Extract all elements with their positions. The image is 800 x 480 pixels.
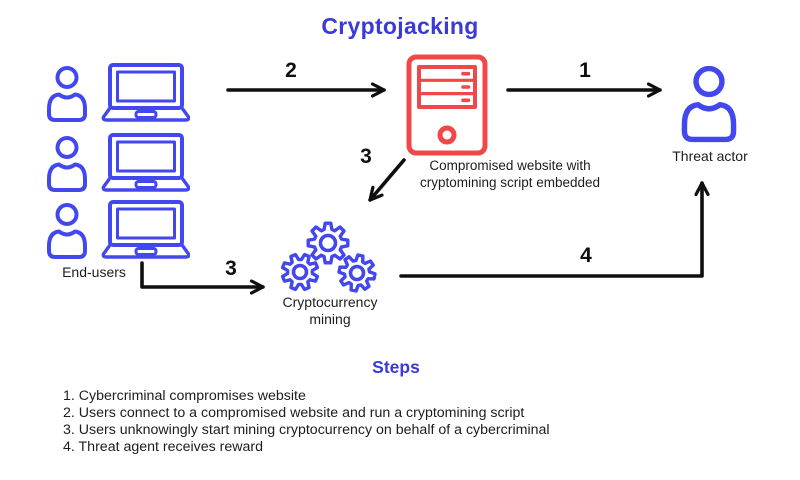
gear-left <box>280 252 320 292</box>
gear-top <box>306 221 350 265</box>
laptop-icon <box>101 63 190 122</box>
person-icon <box>47 203 87 259</box>
steps-list: 1. Cybercriminal compromises website 2. … <box>63 388 763 456</box>
laptop-icon <box>101 133 190 192</box>
end-users-label: End-users <box>62 264 126 280</box>
step-item-4: 4. Threat agent receives reward <box>63 439 264 455</box>
mining-label-line1: Cryptocurrency <box>282 294 378 310</box>
end-user-row-3 <box>47 200 190 259</box>
arrow-number-3b: 3 <box>225 257 237 280</box>
step-item-1: 1. Cybercriminal compromises website <box>63 388 306 404</box>
server-label-line1: Compromised website with <box>429 158 591 173</box>
gears-icon <box>280 221 377 293</box>
step-item-3: 3. Users unknowingly start mining crypto… <box>63 422 550 438</box>
page-title: Cryptojacking <box>321 13 479 39</box>
steps-heading: Steps <box>372 357 420 377</box>
threat-actor-icon <box>681 65 737 143</box>
arrow-number-1: 1 <box>579 59 591 82</box>
arrow-number-3a: 3 <box>360 145 372 168</box>
arrow-step4-mining-to-actor <box>399 181 702 278</box>
end-user-row-1 <box>47 63 190 122</box>
gear-right <box>337 253 377 293</box>
mining-label: Cryptocurrency mining <box>268 294 392 327</box>
mining-label-line2: mining <box>309 310 351 327</box>
laptop-icon <box>101 200 190 259</box>
person-icon <box>47 136 87 192</box>
step-item-2: 2. Users connect to a compromised websit… <box>63 405 525 421</box>
server-label: Compromised website with cryptomining sc… <box>380 157 640 191</box>
arrow-number-2: 2 <box>285 59 297 82</box>
end-user-row-2 <box>47 133 190 192</box>
arrow-number-4: 4 <box>580 244 592 267</box>
arrow-step3-server-to-mining <box>368 158 406 202</box>
person-icon <box>47 66 87 122</box>
arrow-step3-users-to-mining <box>140 261 265 287</box>
threat-actor-label: Threat actor <box>672 148 748 164</box>
server-icon <box>406 54 488 156</box>
server-label-line2: cryptomining script embedded <box>419 175 601 190</box>
